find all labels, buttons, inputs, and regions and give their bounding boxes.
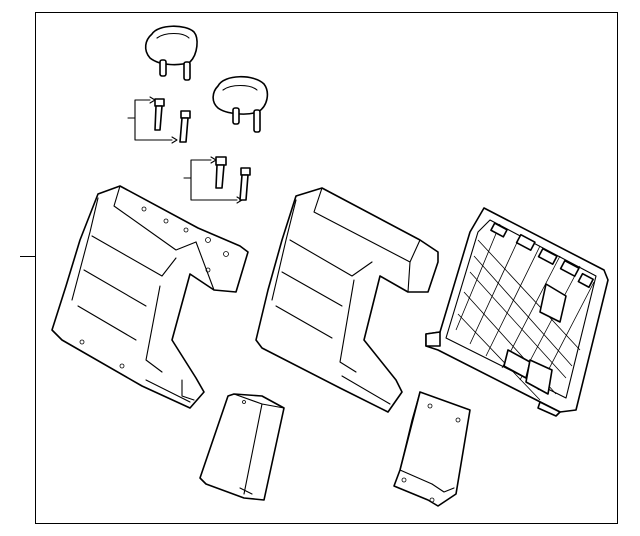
bracket-panel: [393, 391, 471, 507]
callout-leader-line: [20, 256, 36, 257]
seatback-cover-left: [51, 185, 249, 409]
headrest-2: [212, 75, 269, 133]
seatback-frame: [425, 207, 609, 417]
armrest: [199, 393, 285, 501]
seatback-cover-right: [255, 187, 439, 413]
headrest-guide-group-2: [183, 156, 251, 204]
headrest-guide-group-1: [127, 96, 191, 144]
headrest-1: [144, 25, 198, 81]
